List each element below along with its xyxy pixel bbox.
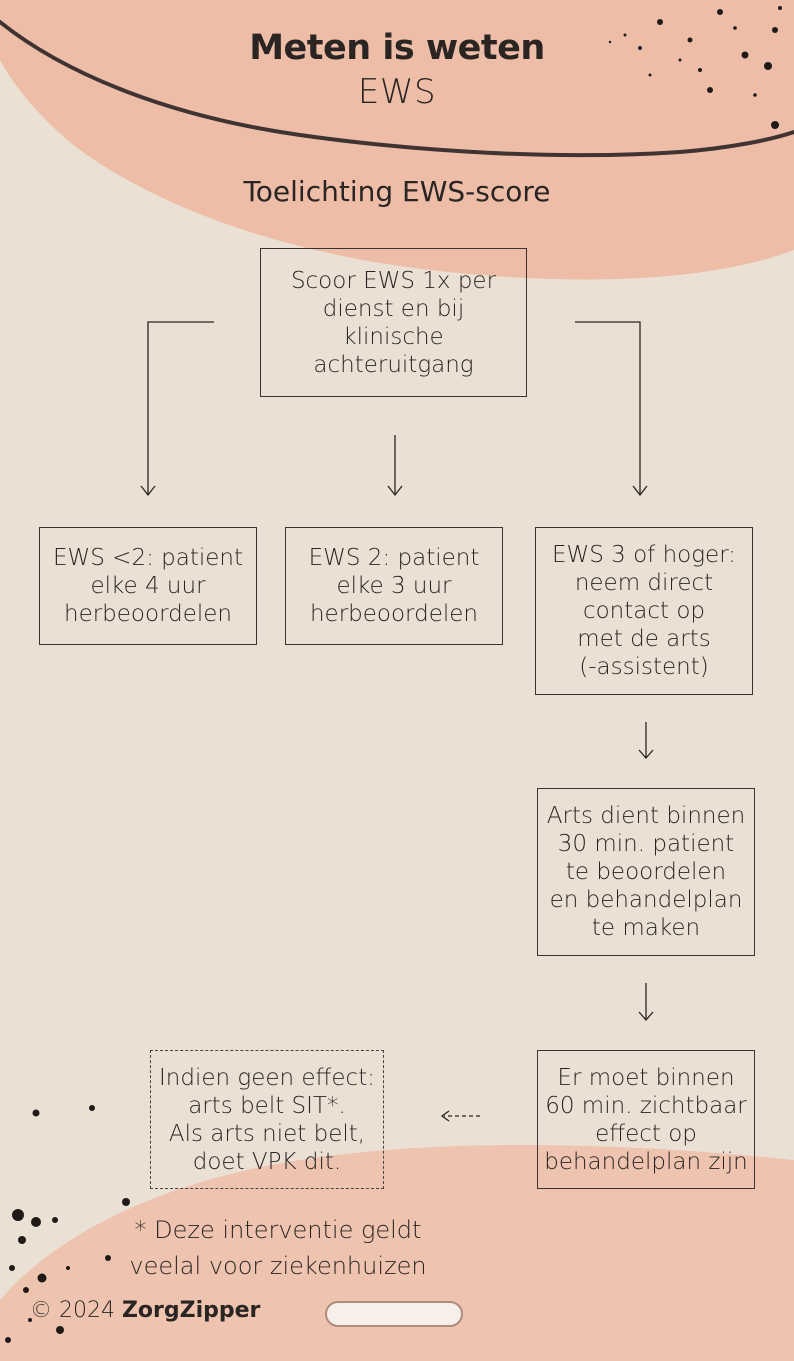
start-line: achteruitgang (313, 351, 474, 378)
effect-box: Er moet binnen 60 min. zichtbaar effect … (537, 1050, 755, 1189)
doctor-line: Arts dient binnen (546, 803, 746, 829)
arrowhead-to-doctor (638, 749, 654, 759)
ews-high-line: EWS 3 of hoger: (551, 542, 736, 568)
top-peach-blob (0, 0, 794, 280)
footnote: * Deze interventie geldt veelal voor zie… (118, 1212, 438, 1284)
home-indicator-pill[interactable] (325, 1301, 463, 1327)
arrowhead-to-effect (638, 1011, 654, 1021)
effect-line: behandelplan zijn (544, 1148, 748, 1175)
effect-line: Er moet binnen (557, 1064, 735, 1091)
no-effect-line: arts belt SIT*. (188, 1092, 346, 1119)
ews-mid-line: herbeoordelen (309, 601, 478, 627)
arrowhead-right (632, 485, 648, 497)
footnote-line: veelal voor ziekenhuizen (129, 1252, 427, 1280)
arrowhead-to-no-effect (440, 1110, 450, 1122)
ews-high-line: (-assistent) (579, 654, 709, 680)
ews-low-line: elke 4 uur (90, 573, 206, 599)
top-brush-stroke (0, 20, 794, 158)
bottom-peach-blob (0, 1145, 794, 1361)
no-effect-line: doet VPK dit. (192, 1148, 342, 1175)
connector-right (575, 321, 641, 495)
start-line: Scoor EWS 1x per (290, 267, 497, 294)
effect-line: effect op (595, 1120, 697, 1147)
copyright-text: © 2024 (30, 1298, 115, 1323)
section-heading: Toelichting EWS-score (243, 175, 551, 208)
arrowhead-middle (387, 485, 403, 497)
ink-splatter-top-right (608, 6, 782, 129)
ink-splatter-bottom-left (5, 1105, 130, 1343)
copyright-footer: © 2024 ZorgZipper (30, 1298, 260, 1323)
brand-name: ZorgZipper (121, 1298, 261, 1323)
no-effect-box: Indien geen effect: arts belt SIT*. Als … (150, 1050, 384, 1189)
effect-line: 60 min. zichtbaar (545, 1092, 747, 1119)
doctor-line: te beoordelen (565, 859, 727, 885)
doctor-line: te maken (591, 915, 701, 941)
footnote-line: * Deze interventie geldt (134, 1216, 422, 1244)
start-line: klinische (343, 323, 444, 350)
no-effect-line: Als arts niet belt, (168, 1120, 366, 1147)
ews-low-line: herbeoordelen (64, 601, 232, 627)
start-line: dienst en bij (322, 295, 465, 322)
page-subtitle: EWS (357, 72, 437, 112)
start-box: Scoor EWS 1x per dienst en bij klinische… (260, 248, 527, 397)
page-title: Meten is weten (249, 28, 545, 68)
ews-mid-line: elke 3 uur (336, 573, 452, 599)
connectors (140, 321, 654, 1122)
ews-mid-line: EWS 2: patient (308, 545, 480, 571)
ews-low-line: EWS <2: patient (53, 545, 243, 571)
ews-mid-box: EWS 2: patient elke 3 uur herbeoordelen (285, 527, 503, 645)
ews-high-box: EWS 3 of hoger: neem direct contact op m… (535, 527, 753, 695)
ews-low-box: EWS <2: patient elke 4 uur herbeoordelen (39, 527, 257, 645)
connector-left (147, 321, 214, 495)
ews-high-line: neem direct (574, 570, 714, 596)
ews-high-line: met de arts (577, 626, 711, 652)
arrowhead-left (140, 485, 156, 497)
doctor-line: 30 min. patient (557, 831, 735, 857)
doctor-line: en behandelplan (549, 887, 743, 913)
ews-high-line: contact op (582, 598, 706, 624)
doctor-box: Arts dient binnen 30 min. patient te beo… (537, 788, 755, 956)
no-effect-line: Indien geen effect: (159, 1064, 375, 1091)
